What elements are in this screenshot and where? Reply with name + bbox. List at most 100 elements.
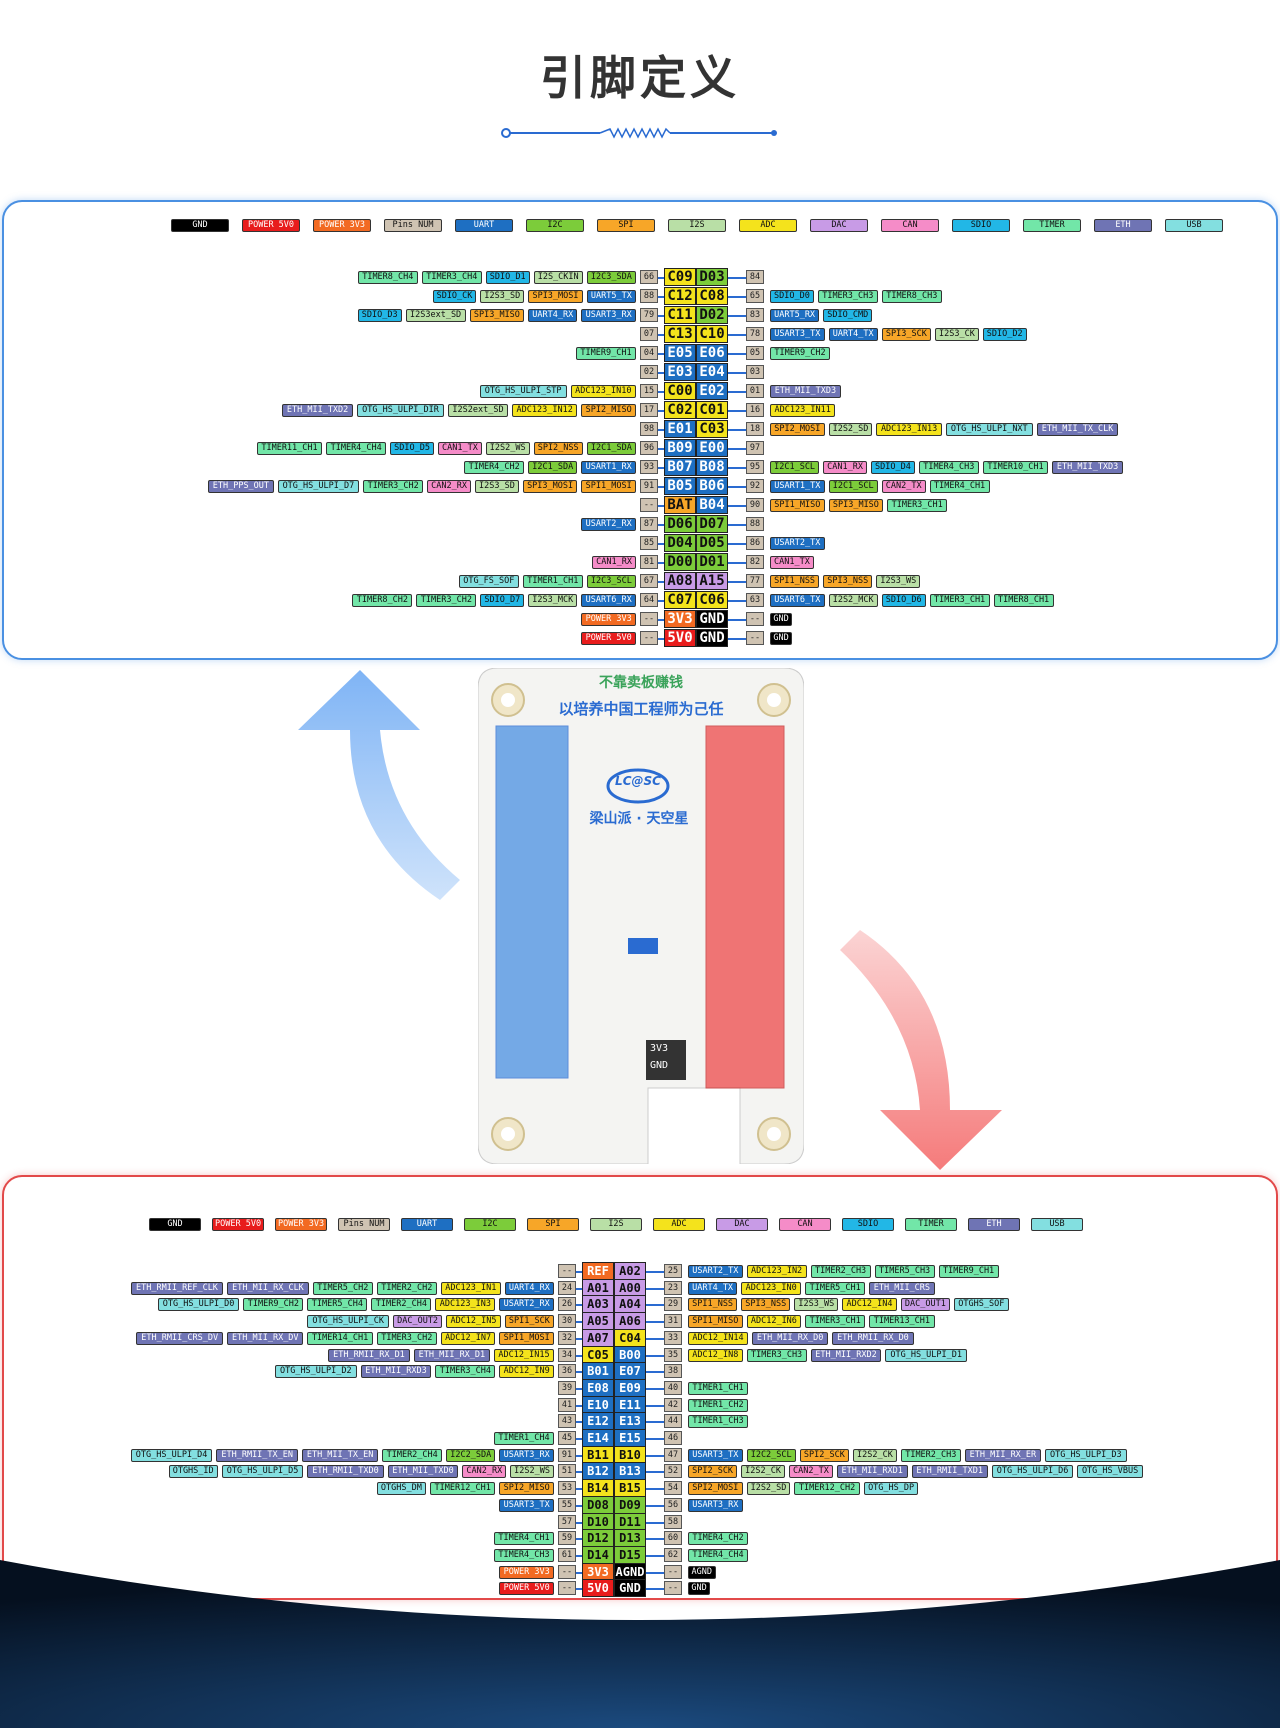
function-tag: ADC12_IN4 [842, 1298, 897, 1312]
function-tag: USART3_RX [499, 1448, 554, 1462]
function-tag: SPI2_MISO [581, 404, 636, 417]
pin-num-left: 45 [558, 1431, 576, 1445]
function-tag: USART3_RX [688, 1498, 743, 1512]
pin-num-right: 23 [664, 1280, 682, 1295]
connector-line [728, 543, 746, 545]
connector-line [576, 1404, 582, 1407]
function-tag: ADC12_IN7 [440, 1331, 496, 1345]
function-tag: ADC123_IN3 [435, 1298, 496, 1312]
function-tag: SDIO_D0 [770, 290, 814, 303]
function-tag: OTG_HS_ULPI_D7 [277, 480, 360, 493]
connector-line [728, 334, 746, 336]
function-tag: ETH_MII_RX_DV [227, 1331, 304, 1345]
pin-cell-right: A04 [614, 1295, 646, 1314]
function-tag: SPI1_MISO [688, 1315, 743, 1329]
legend-item: Pins NUM [338, 1218, 390, 1231]
pin-cell-left: D12 [582, 1529, 614, 1548]
board-logo: LC@SC [615, 774, 661, 788]
pin-cell-right: D05 [696, 534, 728, 552]
pin-cell-left: E10 [582, 1395, 614, 1414]
connector-line [646, 1438, 664, 1440]
pin-cell-left: C11 [664, 306, 696, 324]
pin-cell-right: E09 [614, 1378, 646, 1397]
function-tag: GND [770, 613, 793, 626]
function-tag: POWER 5V0 [499, 1582, 554, 1596]
connector-line [728, 600, 746, 602]
pin-cell-left: 5V0 [664, 629, 696, 647]
function-tag: TIMER5_CH2 [312, 1281, 373, 1295]
function-tag: USART2_RX [581, 518, 636, 531]
connector-line [728, 410, 746, 412]
legend-item: ADC [653, 1218, 705, 1231]
function-tag: TIMER4_CH3 [494, 1548, 554, 1562]
pin-cell-left: A03 [582, 1295, 614, 1314]
connector-line [658, 486, 664, 488]
pin-cell-right: B13 [614, 1462, 646, 1481]
function-tag: OTG_HS_ULPI_D5 [221, 1465, 304, 1479]
function-tag: ADC123_IN13 [876, 423, 942, 436]
function-tag: SDIO_D7 [480, 594, 525, 607]
pin-num-left: 57 [558, 1514, 576, 1529]
function-tag: UART4_TX [828, 328, 878, 341]
pin-num-left: 41 [558, 1397, 576, 1412]
pin-cell-right: C06 [696, 591, 728, 609]
pin-cell-right: B06 [696, 477, 728, 495]
connector-line [576, 1421, 582, 1424]
pin-cell-right: E15 [614, 1429, 646, 1447]
function-tag: SDIO_CMD [823, 309, 873, 322]
legend-item: SPI [597, 219, 655, 232]
legend-item: I2S [590, 1218, 642, 1231]
pin-cell-left: BAT [664, 496, 696, 514]
board-pin-gnd: GND [650, 1060, 669, 1071]
legend-item: GND [171, 219, 229, 232]
legend-item: POWER 5V0 [242, 219, 300, 232]
pin-cell-left: A08 [664, 572, 696, 590]
function-tag: USART6_RX [581, 594, 636, 607]
pin-num-right: 47 [664, 1447, 682, 1462]
connector-line [576, 1471, 582, 1474]
pin-cell-right: A00 [614, 1278, 646, 1297]
function-tag: SPI2_SCK [688, 1465, 738, 1479]
pin-cell-left: C00 [664, 382, 696, 400]
pin-cell-right: D13 [614, 1529, 646, 1548]
function-tag: ADC123_IN0 [741, 1281, 802, 1295]
function-tag: OTGHS_SOF [954, 1298, 1009, 1312]
pin-num-right: 44 [664, 1414, 682, 1429]
function-tag: OTGHS_ID [168, 1465, 218, 1479]
pin-cell-right: D02 [696, 306, 728, 324]
pin-num-right: 88 [746, 517, 764, 531]
pin-cell-left: E05 [664, 344, 696, 362]
connector-line [576, 1438, 582, 1440]
connector-line [728, 486, 746, 488]
function-tag: CAN1_TX [770, 556, 814, 569]
function-tag: SPI3_MOSI [522, 480, 578, 493]
function-tag: TIMER1_CH3 [688, 1415, 748, 1429]
function-tag: TIMER2_CH2 [376, 1281, 437, 1295]
function-tag: CAN1_TX [438, 442, 482, 455]
pin-cell-right: E11 [614, 1395, 646, 1414]
function-tag: TIMER13_CH1 [869, 1315, 935, 1329]
function-tag: TIMER1_CH2 [688, 1398, 748, 1412]
function-tag: USART1_TX [770, 480, 825, 493]
function-tag: I2S3_MCK [528, 594, 578, 607]
function-tag: USART2_RX [499, 1298, 554, 1312]
pin-cell-left: C07 [664, 591, 696, 609]
pin-num-left: 07 [640, 327, 658, 341]
pin-num-right: 29 [664, 1297, 682, 1312]
pin-cell-left: A07 [582, 1328, 614, 1347]
pin-num-right: 65 [746, 289, 764, 303]
pin-cell-left: D00 [664, 553, 696, 571]
function-tag: TIMER4_CH3 [918, 461, 979, 474]
pin-cell-right: C10 [696, 325, 728, 343]
connector-line [728, 638, 746, 640]
legend-item: DAC [810, 219, 868, 232]
title-divider [501, 127, 777, 139]
connector-line [576, 1354, 582, 1357]
pin-num-left: 91 [558, 1447, 576, 1462]
function-tag: OTG_HS_ULPI_D1 [885, 1348, 967, 1362]
function-tag: UART5_RX [770, 309, 820, 322]
pin-num-left: 87 [640, 517, 658, 531]
pin-cell-left: 3V3 [664, 610, 696, 628]
connector-line [576, 1454, 582, 1457]
connector-line [646, 1488, 664, 1491]
